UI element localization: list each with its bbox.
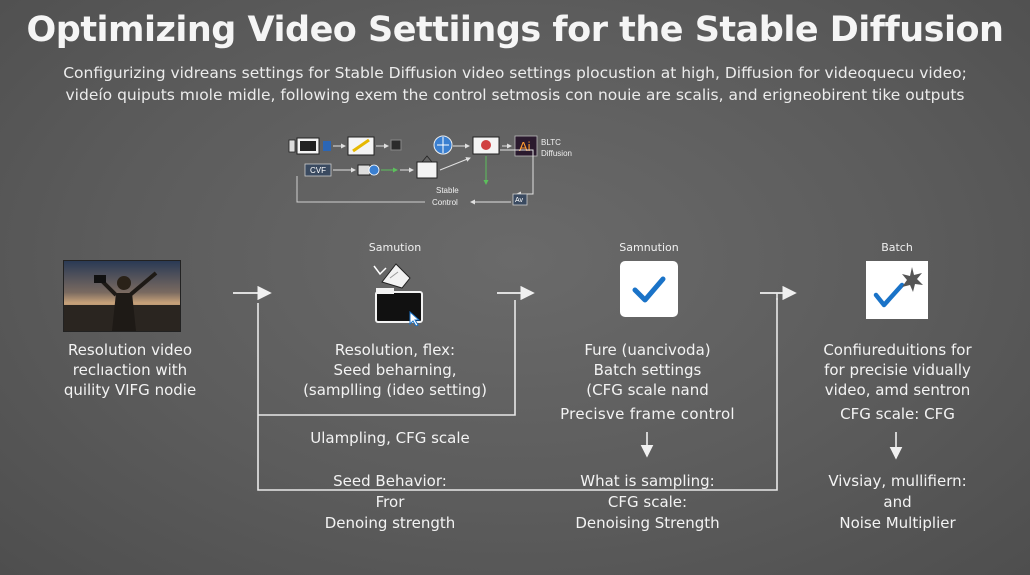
control-label: Control — [432, 198, 458, 207]
small-globe-icon — [368, 164, 380, 176]
col3-bottom-line-1: What is sampling: — [580, 472, 715, 490]
photo-thumbnail — [63, 260, 181, 332]
col3-secondary: Precisve frame control — [560, 405, 735, 423]
col3-bottom-line-3: Denoising Strength — [575, 514, 720, 532]
col4-line-3: video, amd sentron — [824, 381, 971, 399]
col4-bottom-line-1: Vivsiay, mullifiern: — [828, 472, 967, 490]
col4-line-2: for precisie vidually — [824, 361, 971, 379]
globe-icon — [433, 135, 453, 155]
col4-header: Batch — [881, 241, 913, 254]
col2-bottom-line-3: Denoing strength — [324, 514, 456, 532]
speaker-icon — [323, 141, 331, 151]
col2-line-2: Seed beharning, — [333, 361, 457, 379]
col3-bottom: What is sampling: CFG scale: Denoising S… — [540, 471, 755, 534]
col3-line-1: Fure (uancivoda) — [584, 341, 711, 359]
col2-line-1: Resolution, flex: — [334, 341, 456, 359]
subtitle-line-1: Configurizing vidreans settings for Stab… — [63, 64, 967, 82]
col2-line-3: (samplling (ideo setting) — [303, 381, 487, 399]
col4-line-1: Confiureduitions for — [823, 341, 972, 359]
col3-line-2: Batch settings — [593, 361, 702, 379]
col2-secondary: Ulampling, CFG scale — [310, 429, 470, 447]
col2-bottom-line-2: Fror — [375, 493, 405, 511]
cvf-node — [304, 163, 332, 177]
col1-line-1: Resolution video — [67, 341, 193, 359]
check-burst-card — [866, 261, 928, 319]
bltc-label: BLTC — [541, 138, 561, 147]
stable-label: Stable — [436, 186, 459, 195]
subtitle-line-2: videío quiputs mıole midle, following ex… — [65, 86, 965, 104]
monitor-icon — [288, 137, 320, 155]
col1-line-2: reclıaction with — [72, 361, 188, 379]
svg-text:Ai: Ai — [519, 139, 531, 154]
folder-cursor-icon — [373, 263, 423, 326]
col2-text: Resolution, flex: Seed beharning, (sampl… — [280, 340, 510, 400]
col4-bottom-line-2: and — [883, 493, 912, 511]
check-burst-icon — [873, 267, 923, 308]
col4-bottom-line-3: Noise Multiplier — [839, 514, 956, 532]
diffusion-label: Diffusion — [541, 149, 572, 158]
chip-icon — [390, 139, 402, 151]
page-title: Optimizing Video Settiings for the Stabl… — [26, 10, 1004, 50]
col2-bottom-line-1: Seed Behavior: — [333, 472, 447, 490]
col4-bottom: Vivsiay, mullifiern: and Noise Multiplie… — [795, 471, 1000, 534]
col1-line-3: quility VIFG nodie — [63, 381, 197, 399]
col3-text: Fure (uancivoda) Batch settings (CFG sca… — [540, 340, 755, 400]
av-node — [512, 193, 528, 206]
col4-text: Confiureduitions for for precisie vidual… — [795, 340, 1000, 400]
col3-line-3: (CFG scale nand — [586, 381, 709, 399]
tv-icon — [416, 155, 438, 179]
person-silhouette-icon — [64, 271, 180, 331]
col2-header: Samution — [368, 241, 422, 254]
adobe-ai-icon: Ai — [514, 135, 538, 157]
mini-workflow-diagram: Ai BLTC Diffusion CVF Stable Control Av — [288, 135, 572, 207]
edit-pencil-icon — [347, 136, 375, 156]
col3-bottom-line-2: CFG scale: — [607, 493, 688, 511]
col2-bottom: Seed Behavior: Fror Denoing strength — [290, 471, 490, 534]
loop-line-bottom — [257, 298, 778, 491]
col4-secondary: CFG scale: CFG — [840, 405, 955, 423]
small-box-icon — [357, 164, 371, 176]
camera-rig-icon — [472, 136, 500, 155]
loop-line-upper — [258, 300, 516, 416]
svg-text:Av: Av — [515, 197, 524, 204]
col3-header: Samnution — [619, 241, 679, 254]
svg-text:CVF: CVF — [310, 166, 326, 175]
checkmark-icon — [632, 276, 666, 303]
col1-text: Resolution video reclıaction with quilit… — [30, 340, 230, 400]
checkmark-card — [620, 261, 678, 317]
